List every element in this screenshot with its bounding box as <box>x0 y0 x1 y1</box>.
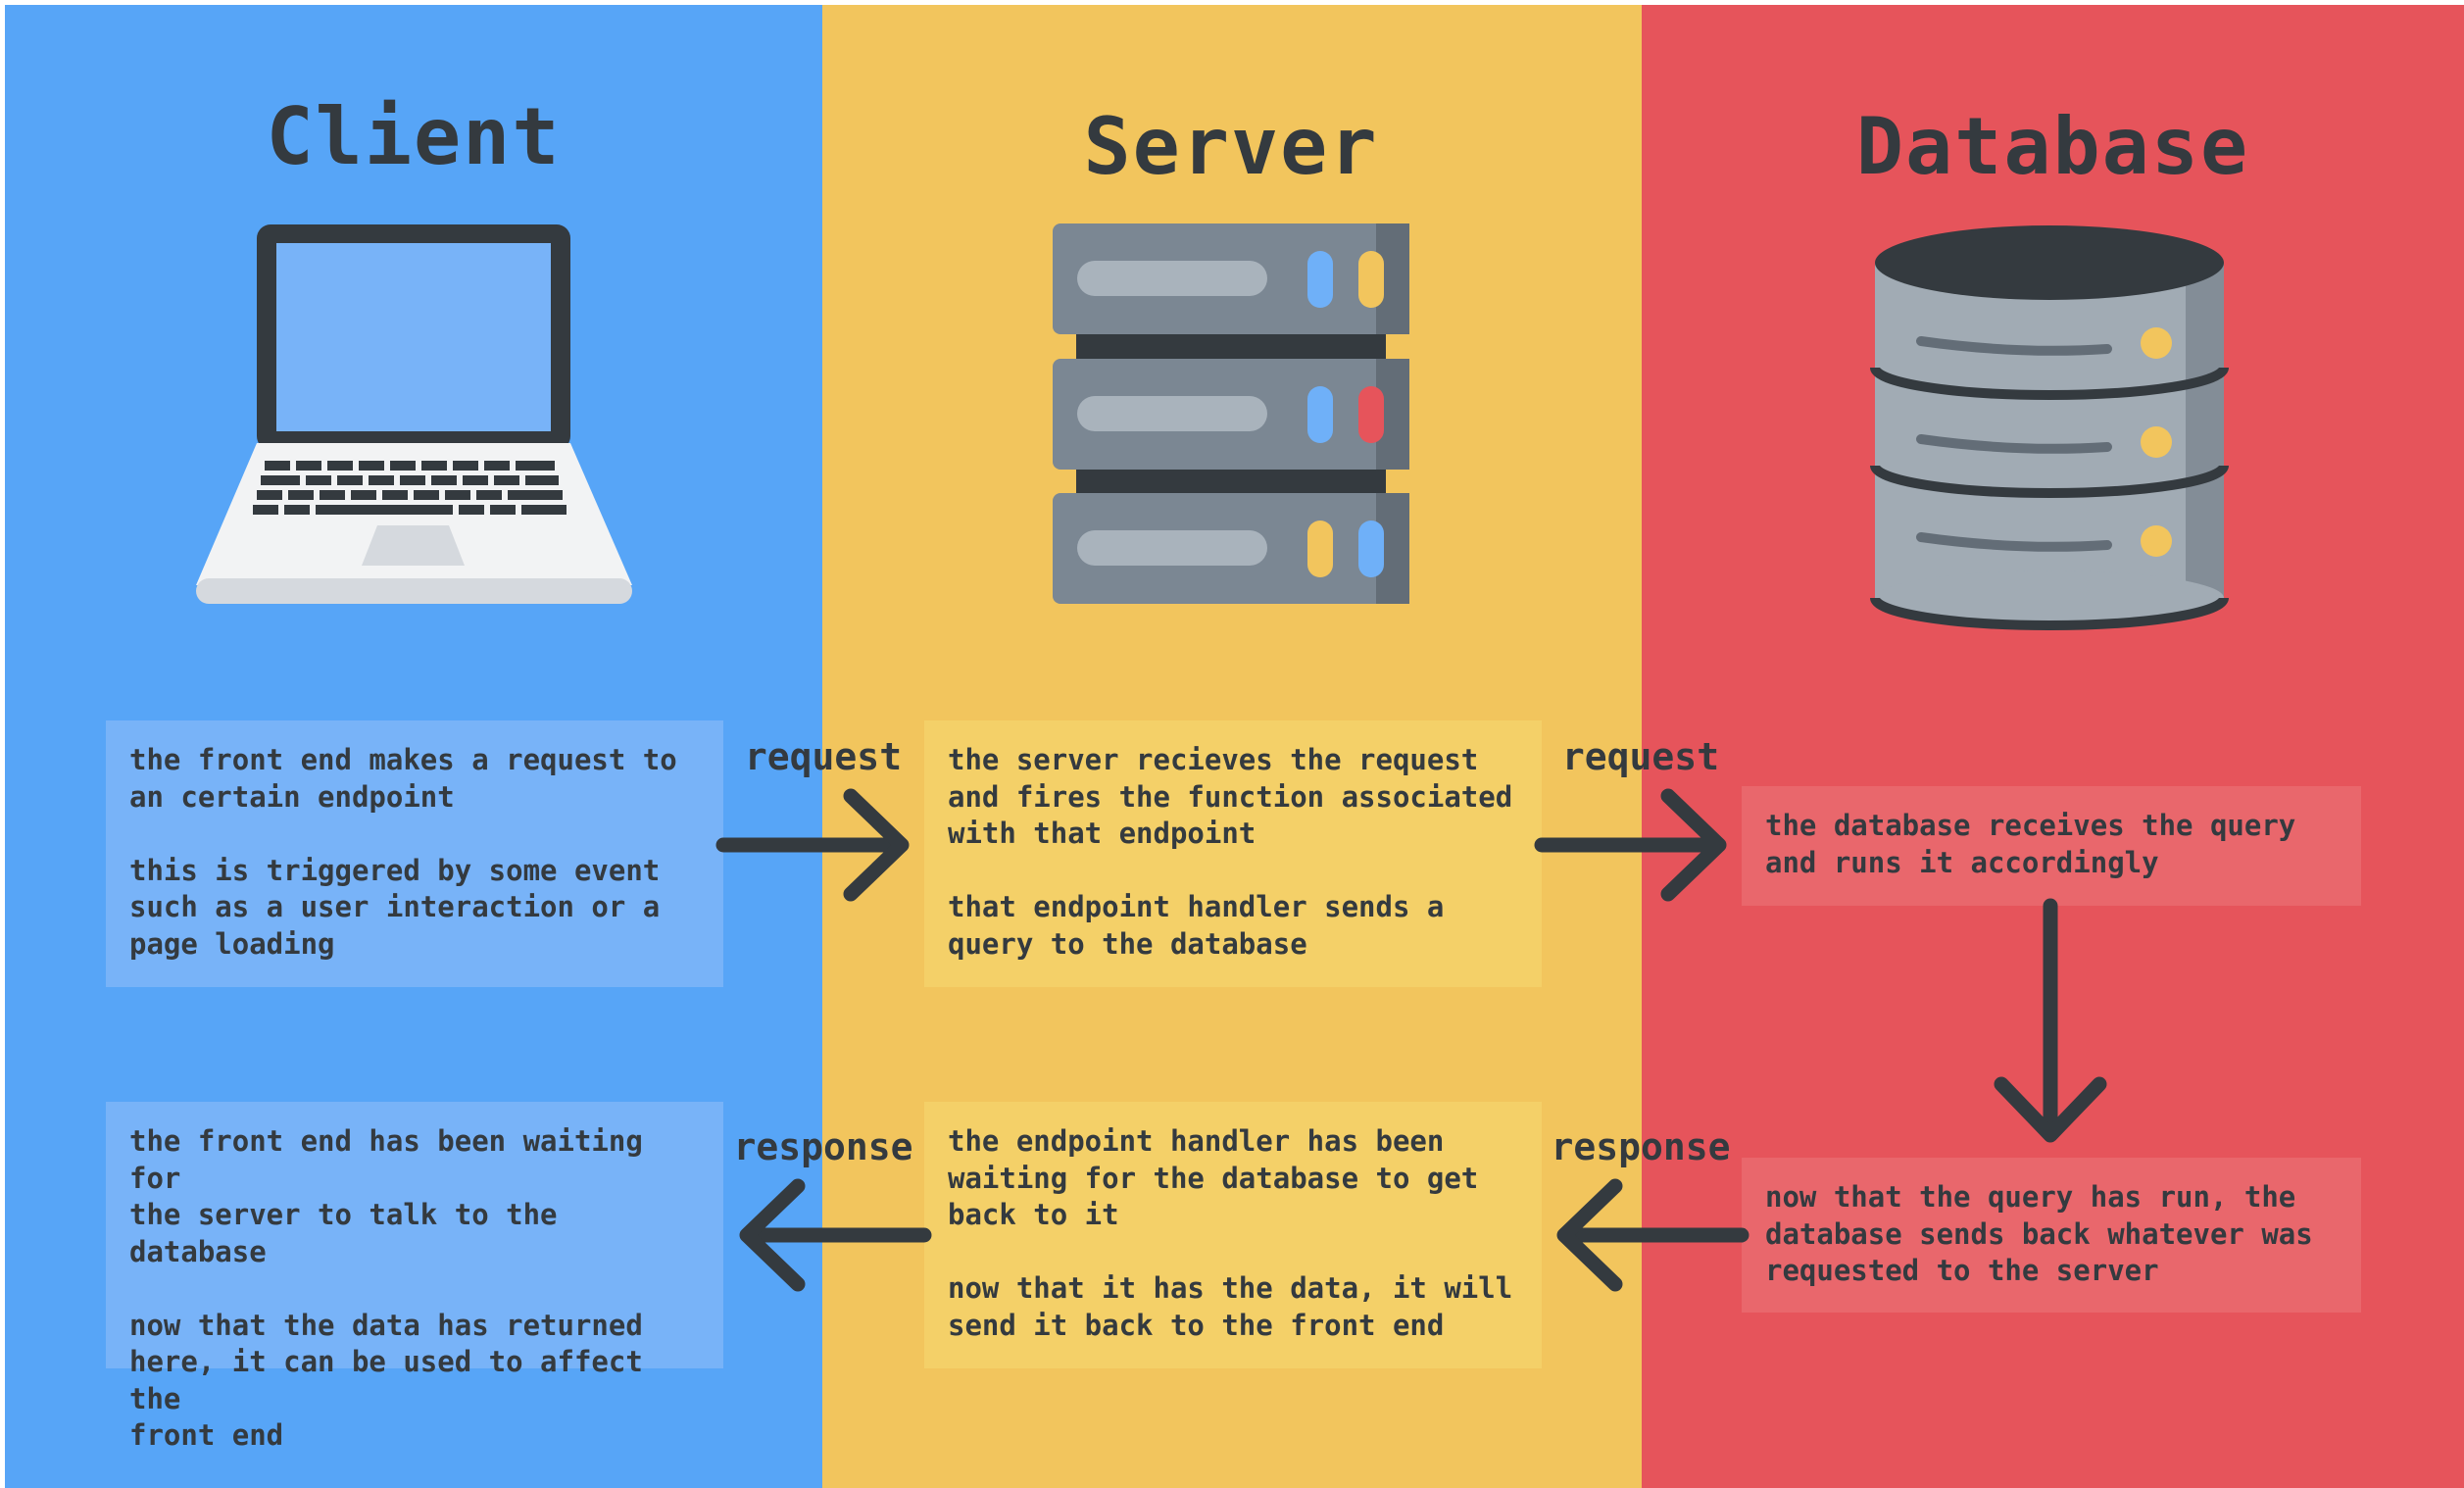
client-response-box: the front end has been waiting for the s… <box>106 1102 723 1452</box>
server-to-client-label: response <box>733 1125 913 1168</box>
server-unit-2 <box>1053 359 1409 470</box>
database-response-box: now that the query has run, the database… <box>1742 1158 2361 1313</box>
database-cylinder-icon <box>1870 225 2229 630</box>
client-response-text-1: the front end has been waiting for the s… <box>129 1124 643 1268</box>
client-response-text-2: now that the data has returned here, it … <box>129 1308 643 1453</box>
client-to-server-label: request <box>744 735 903 778</box>
server-rack-icon <box>1053 223 1409 604</box>
client-request-box: the front end makes a request to an cert… <box>106 720 723 987</box>
arrow-database-down <box>1994 898 2107 1143</box>
arrow-client-to-server <box>715 788 910 902</box>
laptop-icon <box>196 224 632 604</box>
database-response-text: now that the query has run, the database… <box>1765 1180 2313 1287</box>
arrow-server-to-client <box>739 1178 932 1292</box>
server-response-box: the endpoint handler has been waiting fo… <box>924 1102 1542 1368</box>
server-response-text-2: now that it has the data, it will send i… <box>948 1271 1513 1342</box>
server-request-text-2: that endpoint handler sends a query to t… <box>948 890 1445 961</box>
server-request-text-1: the server recieves the request and fire… <box>948 743 1513 850</box>
server-unit-3 <box>1053 493 1409 604</box>
server-unit-1 <box>1053 223 1409 334</box>
server-response-text-1: the endpoint handler has been waiting fo… <box>948 1124 1479 1231</box>
client-request-text-1: the front end makes a request to an cert… <box>129 743 677 814</box>
arrow-database-to-server <box>1556 1178 1749 1292</box>
server-to-database-label: request <box>1561 735 1720 778</box>
client-heading: Client <box>266 91 562 182</box>
database-query-box: the database receives the query and runs… <box>1742 786 2361 906</box>
database-to-server-label: response <box>1551 1125 1731 1168</box>
client-request-text-2: this is triggered by some event such as … <box>129 853 661 961</box>
arrow-server-to-database <box>1534 788 1727 902</box>
server-heading: Server <box>1083 101 1379 192</box>
server-request-box: the server recieves the request and fire… <box>924 720 1542 987</box>
database-heading: Database <box>1855 101 2250 192</box>
database-query-text: the database receives the query and runs… <box>1765 809 2296 879</box>
